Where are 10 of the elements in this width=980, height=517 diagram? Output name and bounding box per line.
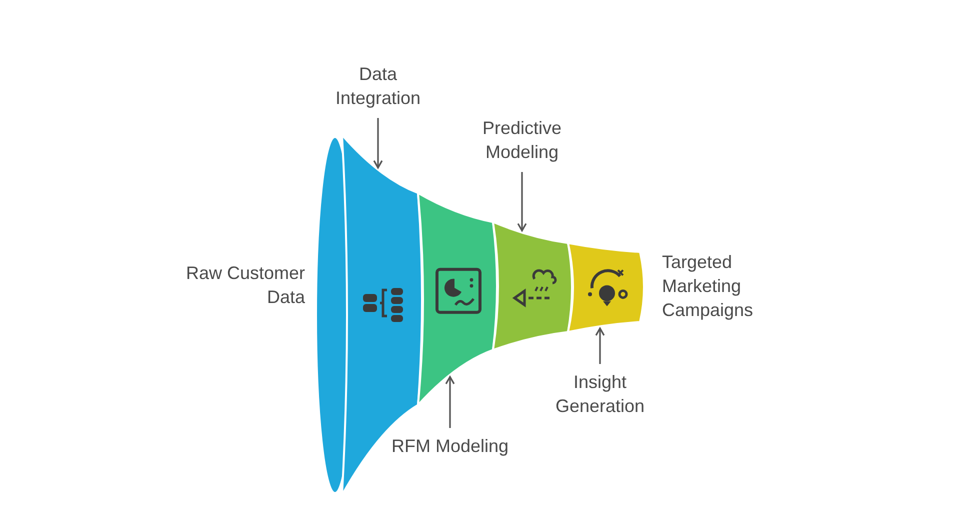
arrow (373, 118, 383, 168)
stage-label: Predictive Modeling (452, 116, 592, 164)
stage-label: Targeted Marketing Campaigns (662, 251, 754, 322)
stage-label: Insight Generation (530, 370, 670, 418)
arrow (445, 376, 455, 428)
stage-label: Raw Customer Data (184, 262, 305, 309)
stage-label: Data Integration (318, 62, 438, 110)
arrow (595, 328, 605, 364)
stage-label: RFM Modeling (370, 434, 530, 458)
arrow (517, 172, 527, 232)
